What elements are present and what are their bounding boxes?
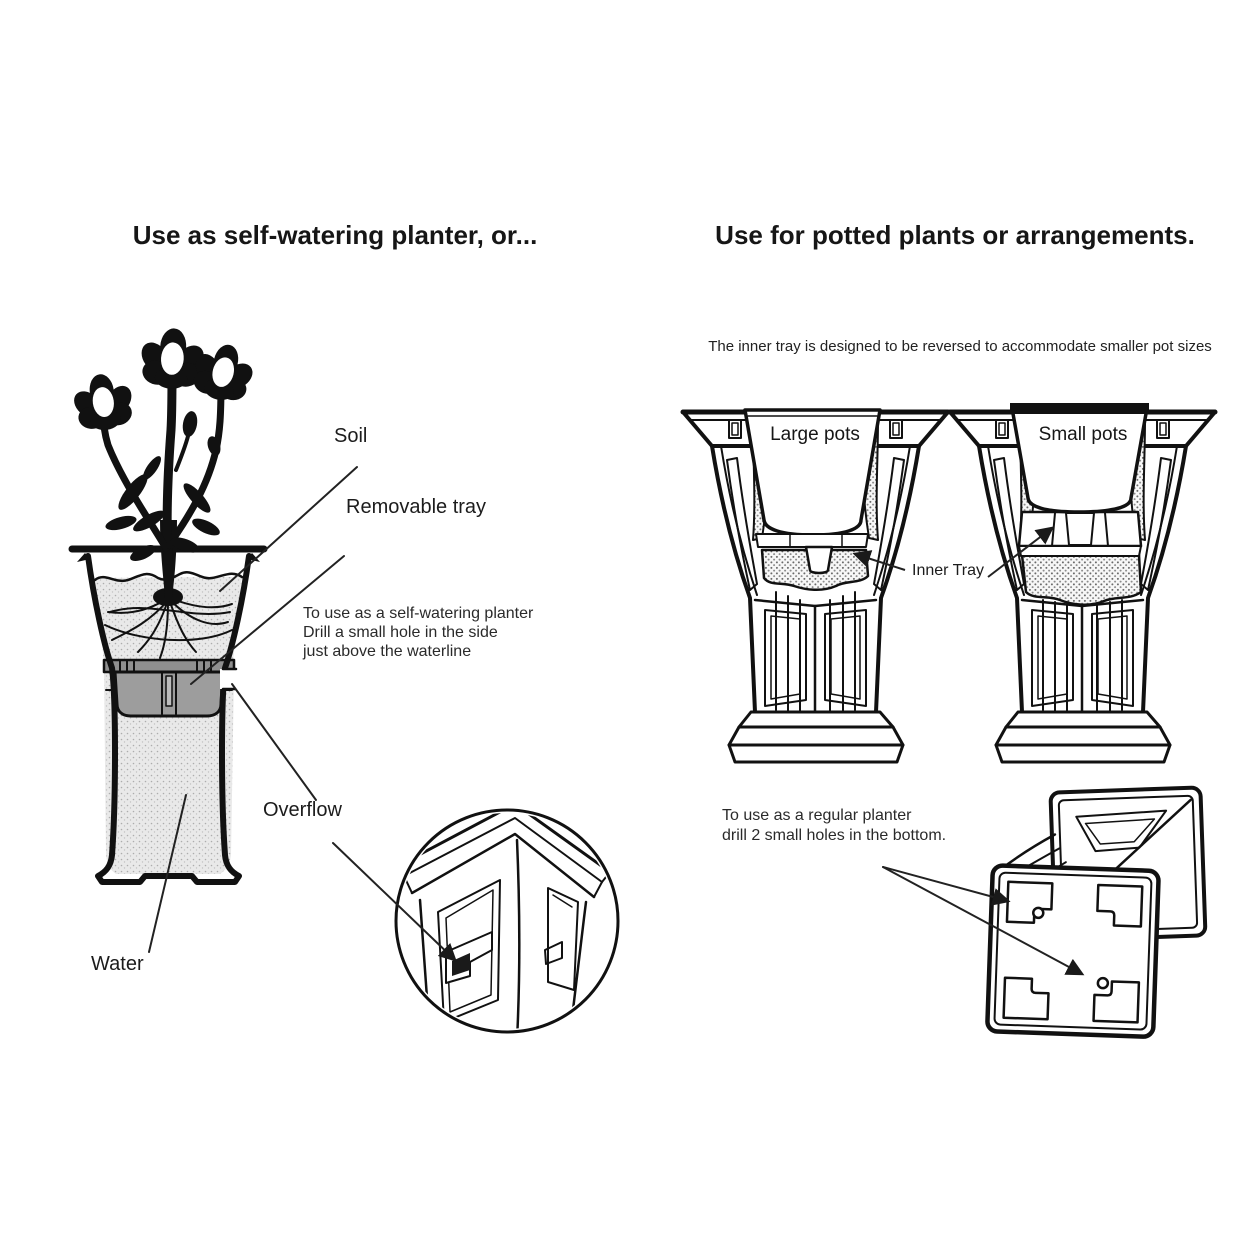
plant-leaves [105,411,221,562]
soil-leader [219,466,358,592]
planter-bottom-panel [985,863,1161,1039]
removable-tray-label: Removable tray [346,496,487,518]
leader-lines [148,466,358,953]
note-line-3: just above the waterline [303,643,472,660]
tray-bar [102,658,236,674]
right-subtitle: The inner tray is designed to be reverse… [708,338,1212,355]
overflow-magnifier [332,808,620,1034]
regular-planter-note: To use as a regular planter drill 2 smal… [722,806,946,846]
rim-lip-left [77,553,90,562]
right-heading: Use for potted plants or arrangements. [715,220,1195,250]
small-pots-label: Small pots [1038,424,1128,445]
inner-tray-label: Inner Tray [912,562,985,579]
rim-lip-right [247,553,260,562]
overflow-leader [231,683,317,801]
bottom-view [882,785,1208,1039]
note-line-1: To use as a regular planter [722,807,912,824]
left-heading: Use as self-watering planter, or... [132,220,538,250]
overflow-hole [220,669,238,689]
water-label: Water [91,953,144,975]
note-line-1: To use as a self-watering planter [303,605,534,622]
self-watering-cross-section [65,325,358,953]
self-watering-note: To use as a self-watering planter Drill … [303,604,533,661]
tray-slot [165,675,173,707]
water-leader [148,794,187,953]
flower [65,369,141,435]
soil-label: Soil [334,425,368,447]
water-fill [104,672,234,874]
overflow-magnifier-arrow [332,842,457,962]
drill-hole [1096,976,1110,990]
small-pots-planter [947,403,1218,764]
inner-tray-leaders [852,526,1055,578]
roots [104,597,233,659]
large-pots-label: Large pots [770,424,860,445]
note-line-2: drill 2 small holes in the bottom. [722,827,947,844]
large-pots-planter [680,408,951,764]
drill-hole-arrows [882,866,1085,976]
note-line-2: Drill a small hole in the side [303,624,498,641]
soil-fill [95,577,242,662]
drill-hole [1032,906,1045,920]
removable-tray-leader [190,555,345,685]
overflow-label: Overflow [263,799,342,821]
